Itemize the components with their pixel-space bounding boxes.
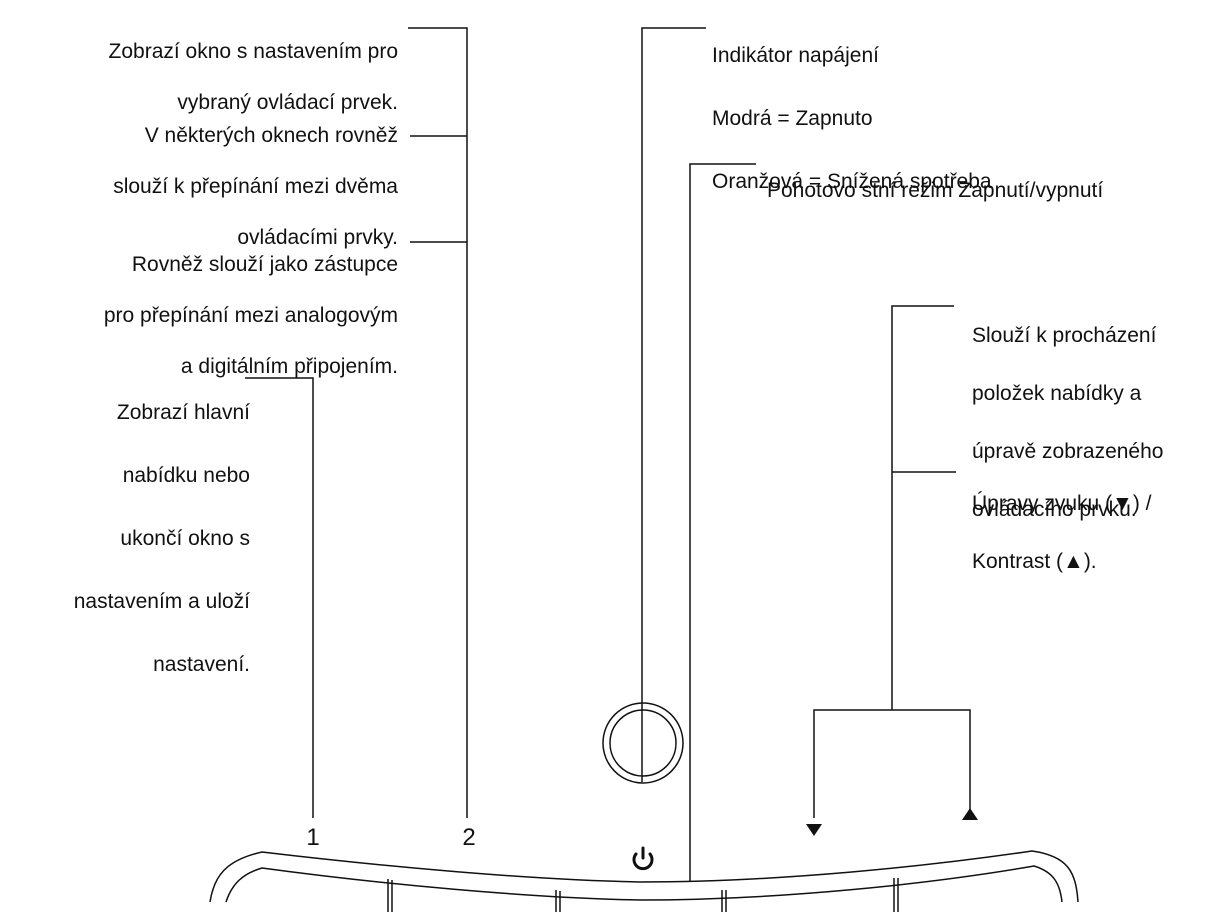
power-indicator-inner-ring [609, 709, 677, 777]
callout-line: Slouží k procházení [972, 324, 1157, 347]
callout-line: úpravě zobrazeného [972, 440, 1164, 463]
leader-settings-window [408, 27, 468, 818]
callout-line: slouží k přepínání mezi dvěma [113, 174, 398, 198]
callout-line: nabídku nebo [122, 463, 250, 487]
callout-line: Modrá = Zapnuto [712, 106, 873, 130]
callout-line: V některých oknech rovněž [144, 123, 398, 147]
callout-line: Pohotovo stní režim Zapnutí/vypnutí [767, 178, 1104, 202]
callout-line: Oranžová = Snížená spotřeba [712, 169, 992, 193]
bezel-top-edge [209, 850, 1079, 903]
button-1-label: 1 [306, 824, 320, 851]
callout-settings-window: Zobrazí okno s nastavením pro vybraný ov… [109, 13, 398, 141]
button-divider-2 [555, 890, 561, 912]
bezel-inner-edge [225, 865, 1063, 903]
leader-power-button [689, 163, 756, 882]
callout-line: nastavením a uloží [73, 589, 250, 613]
callout-line: Rovněž slouží jako zástupce [131, 252, 398, 276]
callout-line: ukončí okno s [120, 526, 250, 550]
callout-shortcut-input: Rovněž slouží jako zástupce pro přepínán… [104, 226, 398, 405]
power-symbol-icon [632, 846, 654, 871]
callout-line: nastavení. [153, 652, 250, 676]
up-arrow-icon [962, 808, 978, 820]
leader-power-indicator [641, 27, 706, 782]
leader-navigate-menu [891, 305, 954, 710]
callout-line: Indikátor napájení [712, 43, 879, 67]
callout-line: ovládacího prvku. [972, 498, 1137, 521]
callout-line: Zobrazí hlavní [116, 400, 250, 424]
callout-main-menu: Zobrazí hlavní nabídku nebo ukončí okno … [74, 365, 250, 712]
callout-line: pro přepínání mezi analogovým [103, 303, 398, 327]
button-divider-4 [893, 878, 899, 912]
callout-line: Zobrazí okno s nastavením pro [108, 39, 398, 63]
leader-arrow-bracket [813, 709, 971, 818]
button-2-label: 2 [462, 824, 476, 851]
leader-main-menu [245, 377, 314, 818]
callout-navigate-menu: Slouží k procházení položek nabídky a úp… [972, 292, 1163, 553]
callout-line: a digitálním připojením. [180, 354, 398, 378]
callout-power-button: Pohotovo stní režim Zapnutí/vypnutí [767, 152, 1103, 229]
callout-toggle-controls: V některých oknech rovněž slouží k přepí… [113, 97, 398, 276]
button-divider-1 [387, 879, 393, 912]
button-divider-3 [721, 890, 727, 912]
callout-line: vybraný ovládací prvek. [177, 90, 398, 114]
callout-line: Kontrast (▲). [972, 550, 1097, 573]
power-indicator-outer-ring [602, 702, 684, 784]
callout-line: položek nabídky a [972, 382, 1142, 405]
callout-line: Úpravy zvuku (▼) / [972, 492, 1152, 515]
callout-line: ovládacími prvky. [237, 225, 398, 249]
callout-power-indicator: Indikátor napájení Modrá = Zapnuto Oranž… [712, 8, 992, 229]
callout-sound-contrast: Úpravy zvuku (▼) / Kontrast (▲). [972, 460, 1151, 605]
down-arrow-icon [806, 824, 822, 836]
